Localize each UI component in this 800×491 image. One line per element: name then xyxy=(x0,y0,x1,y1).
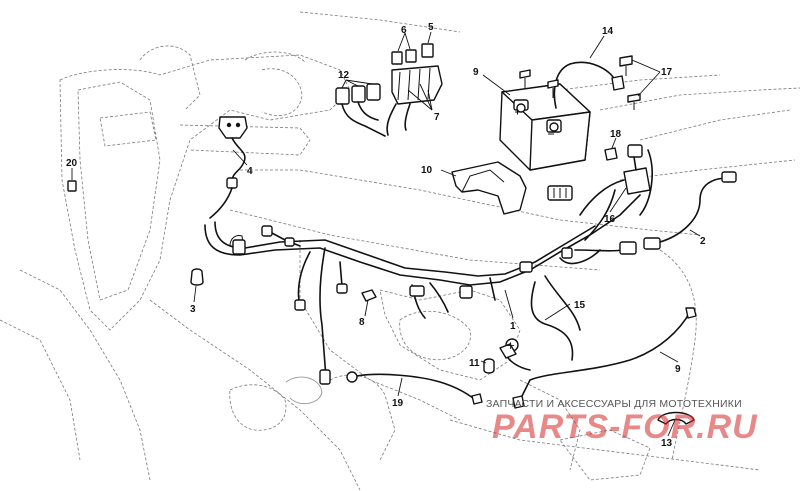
rubber-cap xyxy=(190,268,204,286)
starter-relay xyxy=(547,144,653,216)
positive-cable xyxy=(530,275,581,361)
leader-lines xyxy=(71,31,701,437)
frame-ghost-outline xyxy=(0,11,800,491)
battery-tray xyxy=(451,161,527,215)
watermark-logo: PARTS-FOR.RU xyxy=(492,408,758,446)
positive-terminal-symbol: + xyxy=(506,339,515,352)
watermark: ЗАПЧАСТИ И АКСЕССУАРЫ ДЛЯ МОТОТЕХНИКИ PA… xyxy=(486,394,786,454)
callout-11: 11 xyxy=(469,358,480,369)
harness-end-connector xyxy=(319,369,331,385)
fuse-holder-connectors xyxy=(335,83,386,137)
small-connector xyxy=(361,289,377,302)
callout-14: 14 xyxy=(602,26,614,37)
callout-19: 19 xyxy=(392,398,404,409)
callout-13: 13 xyxy=(661,438,673,449)
harness-multi-connector xyxy=(619,241,637,255)
sensor-with-lead xyxy=(209,116,248,219)
callout-3: 3 xyxy=(190,304,196,315)
callout-10: 10 xyxy=(421,165,433,176)
callout-9-cable: 9 xyxy=(675,364,681,375)
callout-5: 5 xyxy=(428,22,434,33)
battery-bolts xyxy=(519,55,641,110)
negative-cable xyxy=(512,307,697,409)
main-wiring-harness xyxy=(204,189,661,385)
callout-18: 18 xyxy=(610,129,622,140)
ground-strap xyxy=(553,61,625,109)
cable-tie xyxy=(657,411,695,425)
callout-2: 2 xyxy=(700,236,706,247)
relays xyxy=(391,43,434,65)
relay-harness xyxy=(386,65,443,136)
callout-17: 17 xyxy=(661,67,673,78)
callout-20: 20 xyxy=(66,158,78,169)
callout-7: 7 xyxy=(434,112,440,123)
fuse-cover xyxy=(604,147,618,161)
callout-12: 12 xyxy=(338,70,350,81)
ground-lead xyxy=(346,371,483,405)
callout-8: 8 xyxy=(359,317,365,328)
callout-6: 6 xyxy=(401,25,407,36)
callout-labels: 1 2 3 4 5 6 7 8 9 9 10 11 12 13 14 15 16… xyxy=(66,22,706,449)
watermark-tagline: ЗАПЧАСТИ И АКСЕССУАРЫ ДЛЯ МОТОТЕХНИКИ xyxy=(486,398,742,410)
callout-4: 4 xyxy=(247,166,253,177)
small-clip xyxy=(67,180,77,192)
rear-harness-branch xyxy=(659,171,737,243)
battery xyxy=(499,83,591,171)
harness-grommet xyxy=(232,239,246,255)
callout-9-battery: 9 xyxy=(473,67,479,78)
callout-16: 16 xyxy=(604,214,616,225)
callout-15: 15 xyxy=(574,300,586,311)
callout-1: 1 xyxy=(510,321,516,332)
starter-terminal-cap xyxy=(483,338,531,374)
